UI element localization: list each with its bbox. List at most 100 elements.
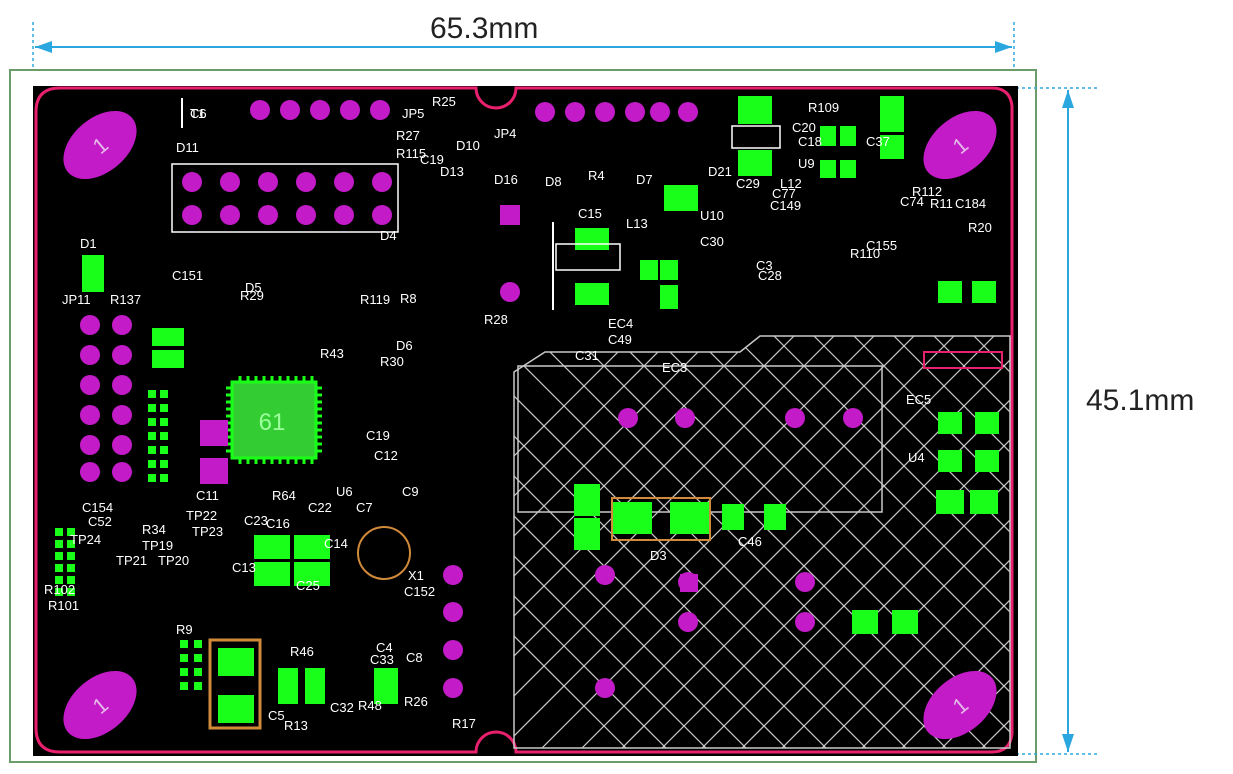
via (80, 345, 100, 365)
pad (278, 668, 298, 704)
designator-label: TP21 (116, 553, 147, 568)
designator-label: C28 (758, 268, 782, 283)
main-ic-label: 61 (259, 409, 286, 436)
pad (936, 490, 964, 514)
designator-label: C8 (406, 650, 423, 665)
pad (970, 490, 998, 514)
via (310, 100, 330, 120)
designator-label: EC3 (662, 360, 687, 375)
pad (218, 648, 254, 676)
designator-label: D11 (176, 140, 199, 155)
designator-label: C25 (296, 578, 320, 593)
pad (660, 260, 678, 280)
mounting-hole: 1 (63, 670, 137, 740)
designator-label: C20 (792, 120, 816, 135)
designator-label: R29 (240, 288, 264, 303)
pad (294, 562, 330, 586)
pad (612, 502, 652, 534)
designator-label: C18 (798, 134, 822, 149)
connector-outline (171, 163, 399, 233)
designator-label: D6 (396, 338, 413, 353)
component-outline (611, 497, 711, 541)
via (80, 435, 100, 455)
via (650, 102, 670, 122)
component-outline (555, 243, 621, 271)
small-pad (194, 682, 202, 690)
small-pad (180, 654, 188, 662)
height-dimension (1010, 87, 1100, 755)
pad (664, 185, 698, 211)
via (280, 100, 300, 120)
pad (218, 695, 254, 723)
small-pad (160, 460, 168, 468)
copper-pour-outline (513, 335, 1011, 749)
via (625, 102, 645, 122)
designator-label: R28 (484, 312, 508, 327)
via (618, 408, 638, 428)
pad (152, 350, 184, 368)
via (443, 565, 463, 585)
via (443, 640, 463, 660)
designator-label: C46 (738, 534, 762, 549)
small-pad (194, 640, 202, 648)
designator-label: R48 (358, 698, 382, 713)
small-pad (194, 654, 202, 662)
designator-label: C6 (190, 106, 207, 121)
designator-label: C4 (376, 640, 393, 655)
designator-label: R46 (290, 644, 314, 659)
via (112, 315, 132, 335)
via (795, 572, 815, 592)
designator-label: D13 (440, 164, 464, 179)
designator-label: EC5 (906, 392, 931, 407)
via (595, 565, 615, 585)
pad (374, 668, 398, 704)
designator-label: JP11 (62, 292, 91, 307)
designator-label: R4 (588, 168, 605, 183)
designator-label: D4 (380, 228, 397, 243)
pad (820, 160, 836, 178)
designator-label: TP19 (142, 538, 173, 553)
designator-label: JP4 (494, 126, 516, 141)
via (565, 102, 585, 122)
via (370, 100, 390, 120)
designator-label: TP24 (70, 532, 101, 547)
via (340, 100, 360, 120)
pad (975, 450, 999, 472)
designator-label: C19 (366, 428, 390, 443)
via (220, 172, 240, 192)
via (843, 408, 863, 428)
small-pad (148, 390, 156, 398)
small-pad (67, 588, 75, 596)
designator-label: U6 (336, 484, 353, 499)
small-pad (55, 540, 63, 548)
designator-label: R112 (912, 184, 942, 199)
via (80, 405, 100, 425)
pad (640, 260, 658, 280)
designator-label: D10 (456, 138, 480, 153)
designator-label: C13 (232, 560, 256, 575)
designator-label: R115 (396, 146, 426, 161)
designator-label: R20 (968, 220, 992, 235)
via (112, 462, 132, 482)
small-pad (67, 552, 75, 560)
designator-label: C5 (268, 708, 285, 723)
via (112, 345, 132, 365)
designator-label: D16 (494, 172, 518, 187)
via (296, 172, 316, 192)
mounting-hole: 1 (923, 670, 997, 740)
pad (975, 412, 999, 434)
designator-label: R8 (400, 291, 417, 306)
small-pad (55, 528, 63, 536)
small-pad (148, 446, 156, 454)
via (258, 205, 278, 225)
designator-label: D3 (650, 548, 667, 563)
designator-label: C29 (736, 176, 760, 191)
designator-label: R102 (44, 582, 75, 597)
pad (738, 96, 772, 124)
pad (820, 126, 836, 146)
small-pad (55, 576, 63, 584)
pad (840, 160, 856, 178)
small-pad (194, 668, 202, 676)
designator-label: C9 (402, 484, 419, 499)
